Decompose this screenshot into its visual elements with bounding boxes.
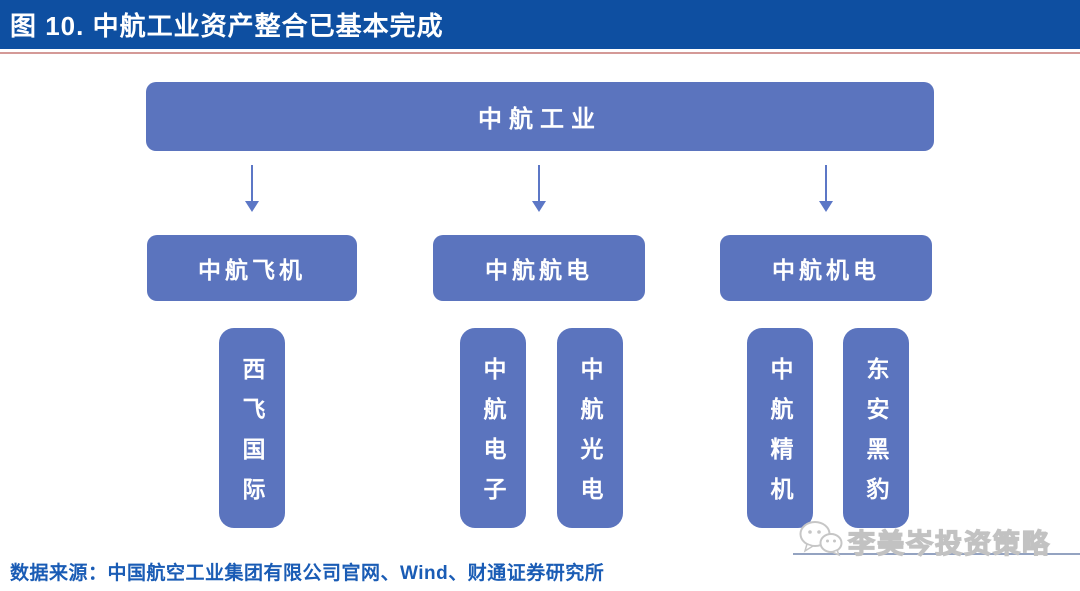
arrow-head <box>532 201 546 212</box>
org-node-child-label: 中航电子 <box>480 356 506 517</box>
org-node-child-zhonghang-jingji: 中航精机 <box>747 328 813 528</box>
arrow-down-icon <box>818 165 834 215</box>
org-node-child-label: 西飞国际 <box>239 356 265 517</box>
watermark: 李美岑投资策略 <box>798 520 1080 563</box>
title-underline <box>0 52 1080 54</box>
org-node-parent-zhonghang-hangdian: 中航航电 <box>433 235 645 301</box>
arrow-stem <box>538 165 540 202</box>
org-node-parent-zhonghang-feiji: 中航飞机 <box>147 235 357 301</box>
arrow-down-icon <box>244 165 260 215</box>
wechat-icon <box>798 520 844 563</box>
arrow-head <box>245 201 259 212</box>
watermark-line <box>793 553 1080 555</box>
org-node-root: 中航工业 <box>146 82 934 151</box>
arrow-stem <box>825 165 827 202</box>
org-node-child-dongan-heibao: 东安黑豹 <box>843 328 909 528</box>
org-node-child-label: 东安黑豹 <box>863 356 889 517</box>
org-node-child-zhonghang-guangdian: 中航光电 <box>557 328 623 528</box>
org-node-child-label: 中航光电 <box>577 356 603 517</box>
data-source: 数据来源：中国航空工业集团有限公司官网、Wind、财通证券研究所 <box>10 563 605 584</box>
arrow-down-icon <box>531 165 547 215</box>
arrow-stem <box>251 165 253 202</box>
watermark-text: 李美岑投资策略 <box>847 528 1051 559</box>
arrow-head <box>819 201 833 212</box>
figure-title: 图 10. 中航工业资产整合已基本完成 <box>10 11 444 41</box>
org-node-child-label: 中航精机 <box>767 356 793 517</box>
org-node-child-xifei-guoji: 西飞国际 <box>219 328 285 528</box>
org-node-parent-zhonghang-jidian: 中航机电 <box>720 235 932 301</box>
figure-title-bar: 图 10. 中航工业资产整合已基本完成 <box>0 0 1080 49</box>
org-node-child-zhonghang-dianzi: 中航电子 <box>460 328 526 528</box>
